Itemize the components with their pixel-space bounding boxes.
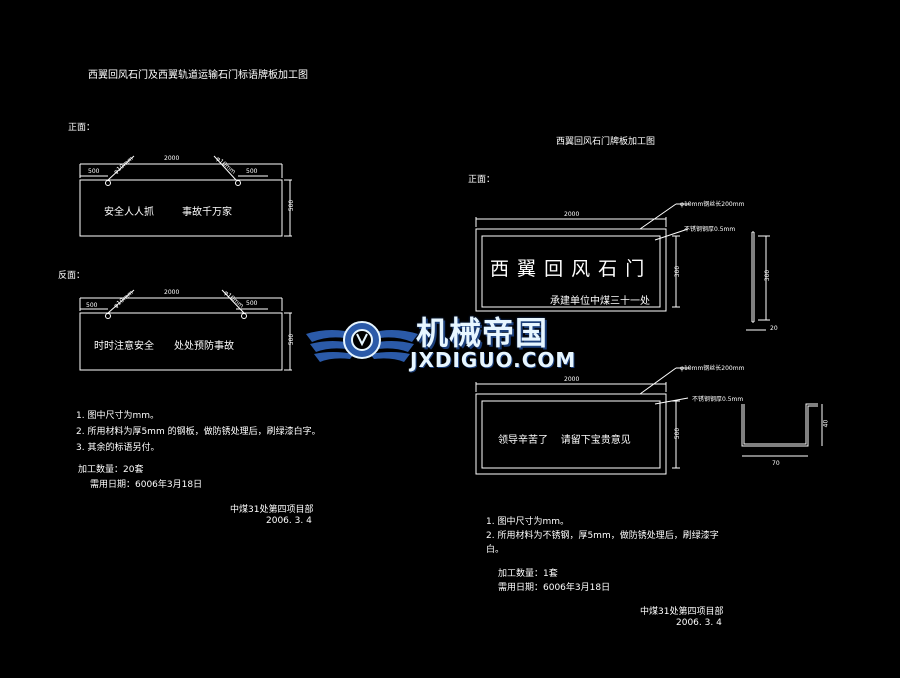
right-sign1-sub-text: 承建单位中煤三十一处 [550,296,650,307]
left-front-dim-width: 2000 [164,155,180,162]
right-qty: 加工数量：1套 [498,569,558,579]
left-front-label: 正面： [68,123,96,133]
right-sign1-side-w: 20 [770,325,778,332]
right-sign2-dim-width: 2000 [564,376,580,383]
left-front-text2: 事故千万家 [182,207,232,218]
left-back-dim-right: 500 [246,300,258,307]
right-sign2-bracket-w: 70 [772,460,780,467]
left-front-dim-right: 500 [246,168,258,175]
watermark-logo-icon [306,321,418,362]
drawing-title: 西翼回风石门及西翼轨道运输石门标语牌板加工图 [88,70,308,81]
right-sign1-dim-width: 2000 [564,211,580,218]
left-back-sign-outline [79,312,283,371]
watermark-cn: 机械帝国 [416,314,549,352]
left-front-dim-height: 500 [288,199,296,212]
left-back-dim-height: 500 [288,333,296,346]
left-back-dim-width: 2000 [164,289,180,296]
left-date: 需用日期：6006年3月18日 [90,480,203,490]
left-back-text2: 处处预防事故 [174,341,234,352]
left-note-1: 1. 图中尺寸为mm。 [76,411,159,421]
right-sign2-note-plate: 不锈钢钢厚0.5mm [692,396,744,403]
left-front-sign-outline [79,179,283,237]
right-sign1-note-plate: 不锈钢钢厚0.5mm [684,226,736,233]
right-sign1-side-h: 300 [764,269,772,282]
left-note-2: 2. 所用材料为厚5mm 的钢板，做防锈处理后，刷绿漆白字。 [76,427,321,437]
right-sign-date: 2006. 3. 4 [676,618,722,628]
right-sign1-inner [481,235,661,308]
right-note-2: 2. 所用材料为不锈钢，厚5mm，做防锈处理后，刷绿漆字 [486,531,719,541]
right-front-label: 正面： [468,175,496,185]
left-sign-date: 2006. 3. 4 [266,516,312,526]
watermark: 机械帝国 JXDIGUO.COM [302,304,602,378]
right-sign2-text: 领导辛苦了 请留下宝贵意见 [498,435,631,446]
left-sign-org: 中煤31处第四项目部 [230,505,314,515]
right-sign1-note-rod: φ10mm钢丝长200mm [680,201,745,208]
left-back-label: 反面： [58,271,86,281]
left-note-3: 3. 其余的标语另付。 [76,443,160,453]
right-sign1-big-text: 西 翼 回 风 石 门 [490,258,646,280]
right-note-3: 白。 [486,545,505,555]
right-sign2-note-rod: φ10mm钢丝长200mm [680,365,745,372]
left-back-text1: 时时注意安全 [94,341,154,352]
right-sign2-bracket-h: 40 [822,419,830,428]
right-title: 西翼回风石门牌板加工图 [556,137,656,147]
left-qty: 加工数量：20套 [78,465,144,475]
left-back-dim-left: 500 [86,302,98,309]
right-sign2-outer [475,393,667,475]
left-front-dim-left: 500 [88,168,100,175]
right-sign1-outer [475,228,667,312]
right-sign1-dim-height: 300 [674,265,682,278]
watermark-en: JXDIGUO.COM [410,348,577,372]
right-date: 需用日期：6006年3月18日 [498,583,611,593]
right-sign2-dim-height: 500 [674,427,682,440]
right-sign-org: 中煤31处第四项目部 [640,607,724,617]
left-front-text1: 安全人人抓 [104,207,154,218]
right-sign2-inner [481,400,661,469]
right-note-1: 1. 图中尺寸为mm。 [486,517,569,527]
